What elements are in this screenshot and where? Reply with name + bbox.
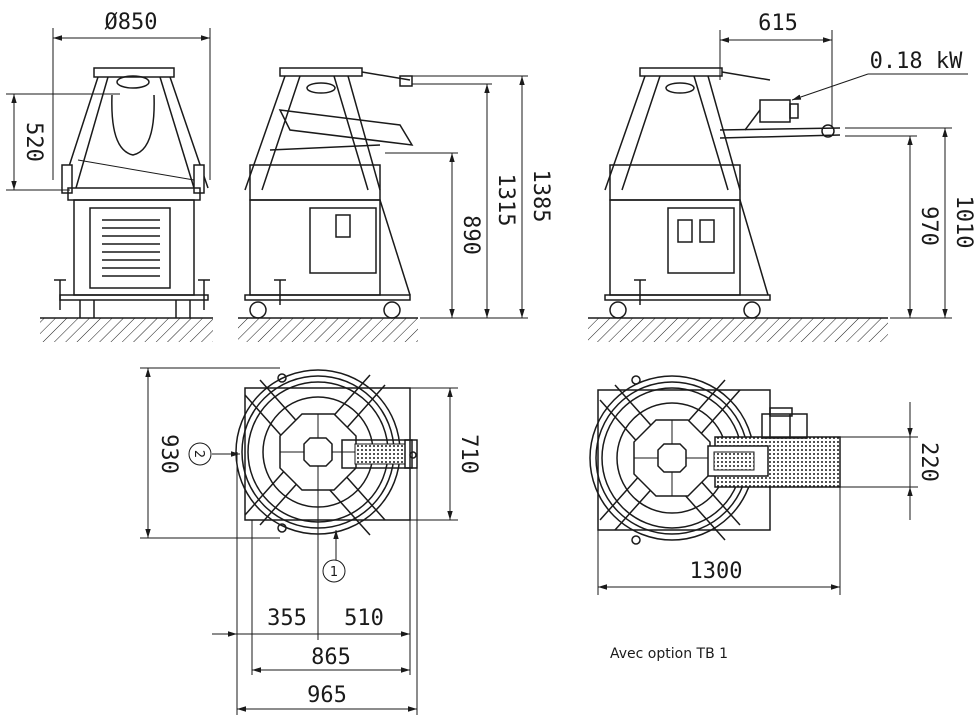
side-view bbox=[244, 67, 414, 319]
marker-2: 2 bbox=[191, 450, 206, 458]
marker-1-circle bbox=[322, 559, 346, 583]
option-side-view bbox=[604, 67, 841, 319]
motor-power-label: 0.18 kW bbox=[870, 49, 963, 74]
option-note: Avec option TB 1 bbox=[610, 646, 728, 662]
dim-865: 865 bbox=[311, 645, 351, 670]
front-view bbox=[54, 67, 210, 318]
dimension-lines bbox=[6, 28, 968, 715]
dim-220: 220 bbox=[916, 442, 941, 482]
dim-970: 970 bbox=[916, 206, 941, 246]
dim-510: 510 bbox=[344, 606, 384, 631]
dim-1010: 1010 bbox=[951, 196, 976, 249]
dim-965: 965 bbox=[307, 683, 347, 708]
dim-1385: 1385 bbox=[528, 170, 553, 223]
ground-lines bbox=[40, 317, 888, 342]
option-top-view bbox=[589, 375, 841, 545]
marker-2-circle bbox=[188, 442, 212, 466]
dim-710: 710 bbox=[456, 434, 481, 474]
marker-1: 1 bbox=[330, 565, 338, 580]
dim-355: 355 bbox=[267, 606, 307, 631]
dim-520: 520 bbox=[21, 122, 46, 162]
dim-1315: 1315 bbox=[493, 174, 518, 227]
dim-890: 890 bbox=[458, 215, 483, 255]
dim-1300: 1300 bbox=[690, 559, 743, 584]
dim-930: 930 bbox=[156, 434, 181, 474]
dim-diameter-850: Ø850 bbox=[105, 10, 158, 35]
top-view bbox=[235, 369, 418, 536]
dim-615: 615 bbox=[758, 11, 798, 36]
